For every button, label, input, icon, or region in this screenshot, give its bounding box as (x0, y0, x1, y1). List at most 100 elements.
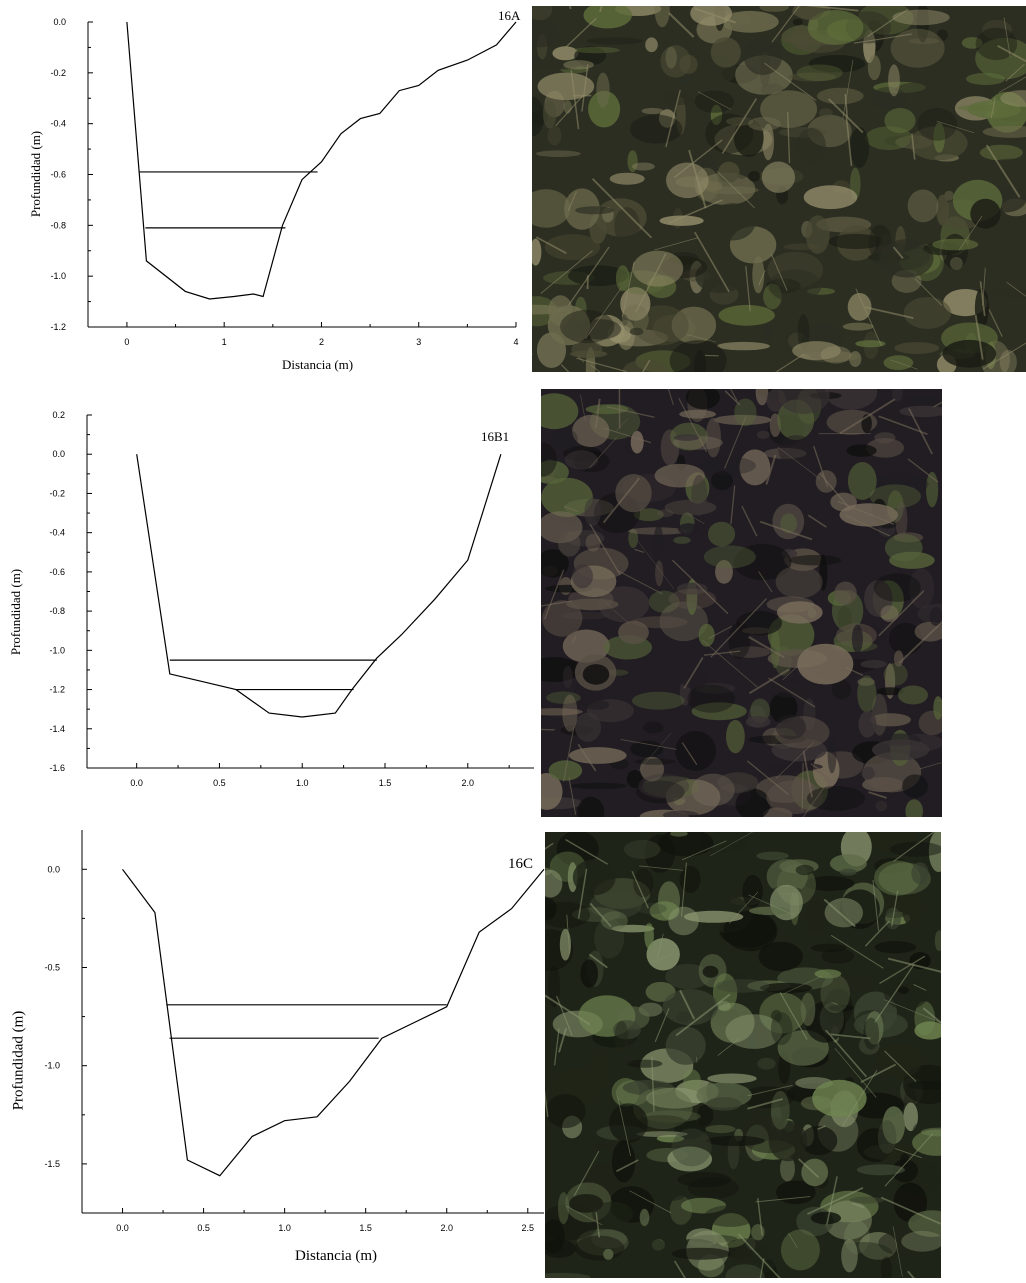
photo-foliage-blob (566, 599, 618, 611)
photo-foliage-blob (874, 573, 921, 602)
photo-foliage-blob (932, 239, 978, 251)
photo-foliage-blob (895, 502, 907, 539)
photo-foliage-blob (643, 722, 663, 734)
x-tick-label: 1.0 (278, 1223, 291, 1233)
photo-foliage-blob (660, 45, 690, 77)
photo-foliage-blob (936, 195, 949, 226)
photo-foliage-blob (596, 73, 609, 108)
photo-foliage-blob (563, 60, 594, 69)
photo-foliage-blob (630, 741, 663, 757)
photo-foliage-blob (762, 162, 795, 193)
photo-foliage-blob (834, 582, 857, 605)
photo-foliage-blob (771, 1091, 790, 1130)
photo-foliage-blob (548, 126, 562, 146)
photo-foliage-blob (763, 325, 773, 342)
photo-foliage-blob (804, 185, 858, 209)
photo-foliage-blob (678, 1172, 732, 1187)
photo-foliage-blob (884, 663, 908, 686)
photo-foliage-blob (820, 975, 850, 1014)
photo-foliage-blob (812, 1080, 866, 1117)
photo-foliage-blob (769, 269, 822, 302)
photo-foliage-blob (545, 234, 600, 260)
photo-foliage-blob (615, 1021, 629, 1053)
photo-foliage-blob (630, 328, 644, 336)
photo-foliage-blob (911, 862, 928, 884)
photo-foliage-blob (793, 19, 803, 26)
photo-foliage-blob (857, 675, 876, 712)
photo-foliage-blob (770, 885, 803, 920)
photo-foliage-blob (574, 47, 620, 53)
photo-foliage-blob (674, 434, 700, 441)
photo-foliage-blob (781, 29, 806, 42)
photo-foliage-blob (695, 90, 735, 112)
photo-foliage-blob (550, 428, 578, 451)
photo-foliage-blob (757, 1058, 775, 1070)
photo-foliage-blob (744, 37, 783, 75)
photo-foliage-blob (593, 1052, 610, 1088)
y-tick-label: -1.4 (49, 724, 65, 734)
photo-foliage-blob (801, 993, 816, 1026)
photo-foliage-blob (586, 404, 629, 414)
photo-foliage-blob (572, 415, 609, 447)
photo-foliage-blob (848, 462, 877, 500)
photo-foliage-blob (878, 1120, 897, 1154)
photo-foliage-blob (684, 911, 743, 923)
gully-photo-16b1-canvas (541, 389, 942, 817)
photo-foliage-blob (860, 660, 887, 668)
photo-foliage-blob (637, 1238, 666, 1257)
photo-foliage-blob (982, 87, 993, 97)
photo-foliage-blob (536, 150, 581, 157)
photo-foliage-blob (876, 801, 888, 812)
photo-foliage-blob (781, 1229, 820, 1270)
photo-foliage-blob (640, 1209, 650, 1226)
photo-foliage-blob (846, 279, 857, 294)
photo-foliage-blob (748, 171, 760, 182)
photo-foliage-blob (543, 100, 556, 128)
photo-foliage-blob (894, 342, 939, 354)
photo-foliage-blob (752, 256, 764, 293)
photo-foliage-blob (719, 305, 775, 326)
photo-foliage-blob (771, 1012, 793, 1045)
photo-foliage-blob (852, 625, 863, 654)
photo-foliage-blob (771, 628, 780, 668)
photo-foliage-blob (675, 731, 716, 771)
photo-foliage-blob (980, 145, 1023, 161)
y-tick-label: 0.0 (53, 17, 66, 27)
x-tick-label: 1.0 (296, 778, 309, 788)
photo-foliage-blob (552, 46, 578, 60)
photo-foliage-blob (720, 754, 770, 775)
x-tick-label: 0 (124, 337, 129, 347)
y-tick-label: -0.8 (50, 220, 66, 230)
photo-branch (541, 729, 555, 730)
photo-foliage-blob (584, 700, 609, 710)
photo-foliage-blob (680, 866, 701, 893)
photo-foliage-blob (592, 1202, 633, 1226)
photo-foliage-blob (819, 108, 833, 118)
photo-foliage-blob (807, 786, 865, 811)
photo-foliage-blob (618, 621, 649, 644)
photo-foliage-blob (699, 624, 715, 647)
profile-line (123, 869, 545, 1175)
x-tick-label: 3 (416, 337, 421, 347)
x-tick-label: 2.0 (462, 778, 475, 788)
photo-foliage-blob (565, 450, 598, 469)
photo-foliage-blob (850, 127, 869, 168)
photo-foliage-blob (797, 65, 843, 82)
photo-foliage-blob (857, 1164, 905, 1175)
y-tick-label: -0.2 (50, 68, 66, 78)
y-tick-label: -0.8 (49, 606, 65, 616)
photo-foliage-blob (575, 1236, 625, 1261)
photo-foliage-blob (644, 923, 654, 949)
photo-foliage-blob (746, 716, 771, 728)
y-tick-label: -0.4 (49, 528, 65, 538)
gully-photo-16c (545, 832, 941, 1278)
photo-foliage-blob (546, 1094, 585, 1128)
photo-foliage-blob (898, 987, 909, 994)
photo-foliage-blob (679, 410, 716, 419)
photo-foliage-blob (717, 342, 770, 350)
y-tick-label: -0.2 (49, 488, 65, 498)
x-tick-label: 1 (222, 337, 227, 347)
photo-foliage-blob (789, 555, 841, 565)
chart-16b1-svg: 0.20.0-0.2-0.4-0.6-0.8-1.0-1.2-1.4-1.60.… (0, 395, 540, 820)
